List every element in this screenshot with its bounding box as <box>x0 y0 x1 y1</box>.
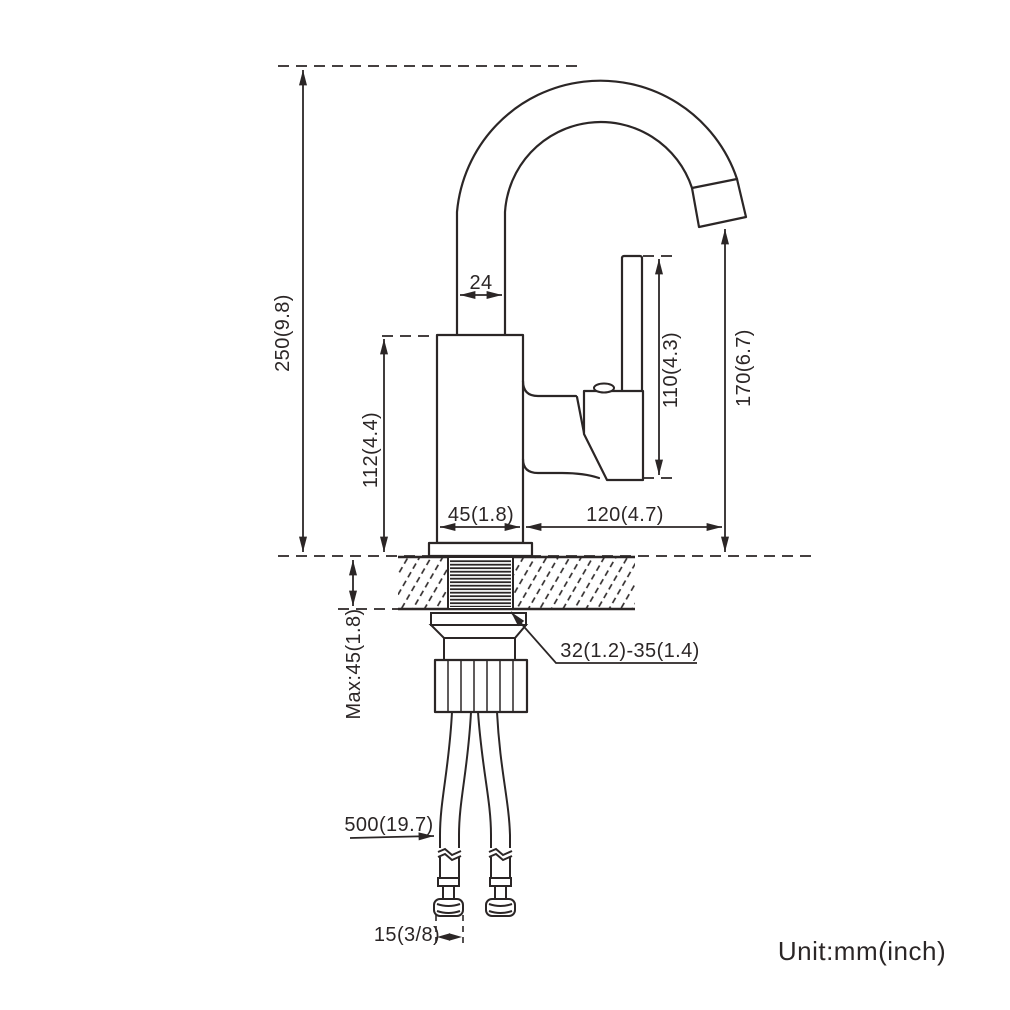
label-counter-thickness: Max:45(1.8) <box>343 608 365 719</box>
dim-hose-length-leader <box>349 832 435 841</box>
faucet-outline <box>427 79 748 558</box>
handle-arm-bottom <box>521 457 601 480</box>
left-hose-fitting <box>433 877 464 917</box>
reference-dashed-lines <box>278 65 678 479</box>
washer <box>430 612 527 626</box>
label-handle-height: 110(4.3) <box>660 332 682 408</box>
gooseneck-spout <box>455 79 748 337</box>
dimension-lines <box>299 70 729 947</box>
unit-note: Unit:mm(inch) <box>778 936 946 966</box>
mounting-nut-knurls <box>447 661 514 711</box>
cartridge-edge <box>575 395 586 435</box>
dimension-labels: 250(9.8) 112(4.4) 110(4.3) 170(6.7) Max:… <box>272 272 946 966</box>
washer-cone <box>428 624 529 639</box>
cartridge-dome <box>593 382 615 394</box>
label-spout-tube: 24 <box>469 272 492 294</box>
label-fitting-size: 15(3/8) <box>374 924 440 946</box>
dim-fitting-size-arrows <box>435 915 464 947</box>
deck-hatch-right <box>513 557 635 609</box>
handle-arm-top <box>521 379 578 398</box>
base-flange <box>427 541 534 558</box>
shank-threads <box>450 559 511 607</box>
deck-hatch-left <box>398 557 448 609</box>
label-body-height: 112(4.4) <box>360 412 382 488</box>
right-hose-fitting <box>485 877 516 917</box>
handle-lever <box>620 254 644 394</box>
label-mounting-hole: 32(1.2)-35(1.4) <box>560 640 699 662</box>
faucet-body <box>435 333 525 545</box>
mounting-hardware <box>428 612 529 714</box>
label-spout-reach: 120(4.7) <box>586 504 664 526</box>
label-total-height: 250(9.8) <box>272 294 294 372</box>
aerator-joint-line <box>690 177 739 190</box>
supply-hoses <box>433 711 516 917</box>
label-hose-length: 500(19.7) <box>344 814 433 836</box>
hose-break-left <box>437 847 462 862</box>
threaded-shank <box>447 556 514 610</box>
dim-mounting-hole-leader <box>510 611 697 664</box>
handle-base <box>582 389 645 482</box>
label-outlet-height: 170(6.7) <box>733 329 755 407</box>
countertop-section <box>398 555 635 611</box>
label-base-width: 45(1.8) <box>448 504 514 526</box>
hose-break-right <box>488 847 513 862</box>
